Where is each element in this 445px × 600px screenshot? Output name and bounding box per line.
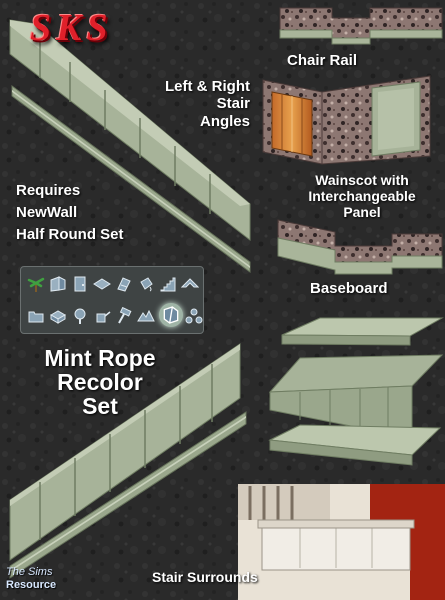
wall-piece-icon[interactable] [159, 303, 183, 327]
stair-icon[interactable] [159, 275, 177, 293]
fence-icon[interactable] [49, 307, 67, 325]
wainscot-line-1: Wainscot with [315, 172, 409, 188]
mint-rope-line-2: Recolor [57, 369, 143, 396]
roof-icon[interactable] [181, 275, 199, 293]
paint-bucket-icon[interactable] [137, 275, 155, 293]
stair-surrounds-label: Stair Surrounds [152, 569, 258, 585]
build-mode-toolbar [20, 266, 204, 334]
baseboard-label: Baseboard [310, 280, 388, 297]
tree-icon[interactable] [71, 307, 89, 325]
watermark-line-2: Resource [6, 579, 57, 591]
trim-pieces-illustration [268, 317, 444, 466]
palm-tree-icon[interactable] [27, 275, 45, 293]
stair-angles-line-1: Left & Right [165, 78, 250, 95]
chair-rail-label: Chair Rail [287, 52, 358, 69]
wall-icon[interactable] [49, 275, 67, 293]
sks-logo: SKS [30, 7, 113, 49]
mint-rope-title: Mint Rope Recolor Set [30, 345, 170, 420]
mint-rope-line-3: Set [82, 393, 118, 420]
requires-label: Requires NewWall Half Round Set [16, 180, 124, 245]
wainscot-line-3: Panel [343, 204, 381, 221]
stair-angles-line-3: Angles [199, 112, 250, 130]
stair-angles-label: Left & Right Stair Angles [140, 78, 250, 130]
terrain-icon[interactable] [137, 307, 155, 325]
requires-line-2: NewWall [16, 203, 78, 221]
watermark-line-1: The Sims [6, 566, 53, 578]
wainscot-label: Wainscot with Interchangeable Panel [292, 172, 432, 220]
requires-line-3: Half Round Set [16, 225, 124, 243]
wainscot-line-2: Interchangeable [308, 188, 416, 205]
wallpaper-icon[interactable] [115, 275, 133, 293]
stair-angles-line-2: Stair [216, 95, 250, 113]
molecule-icon[interactable] [185, 307, 203, 325]
hammer-icon[interactable] [115, 307, 133, 325]
door-icon[interactable] [71, 275, 89, 293]
upper-stair-wainscot [9, 19, 251, 273]
stair-surrounds-illustration [238, 484, 445, 600]
mint-rope-line-1: Mint Rope [44, 345, 156, 371]
watering-can-icon[interactable] [93, 307, 111, 325]
folder-icon[interactable] [27, 307, 45, 325]
chair-rail-illustration [279, 7, 443, 45]
sims-resource-watermark: The Sims Resource [6, 566, 80, 596]
floor-tile-icon[interactable] [93, 275, 111, 293]
baseboard-illustration [277, 219, 443, 275]
requires-line-1: Requires [16, 182, 81, 199]
lower-stair-wainscot [9, 343, 247, 579]
wainscot-panel-illustration [262, 75, 431, 165]
